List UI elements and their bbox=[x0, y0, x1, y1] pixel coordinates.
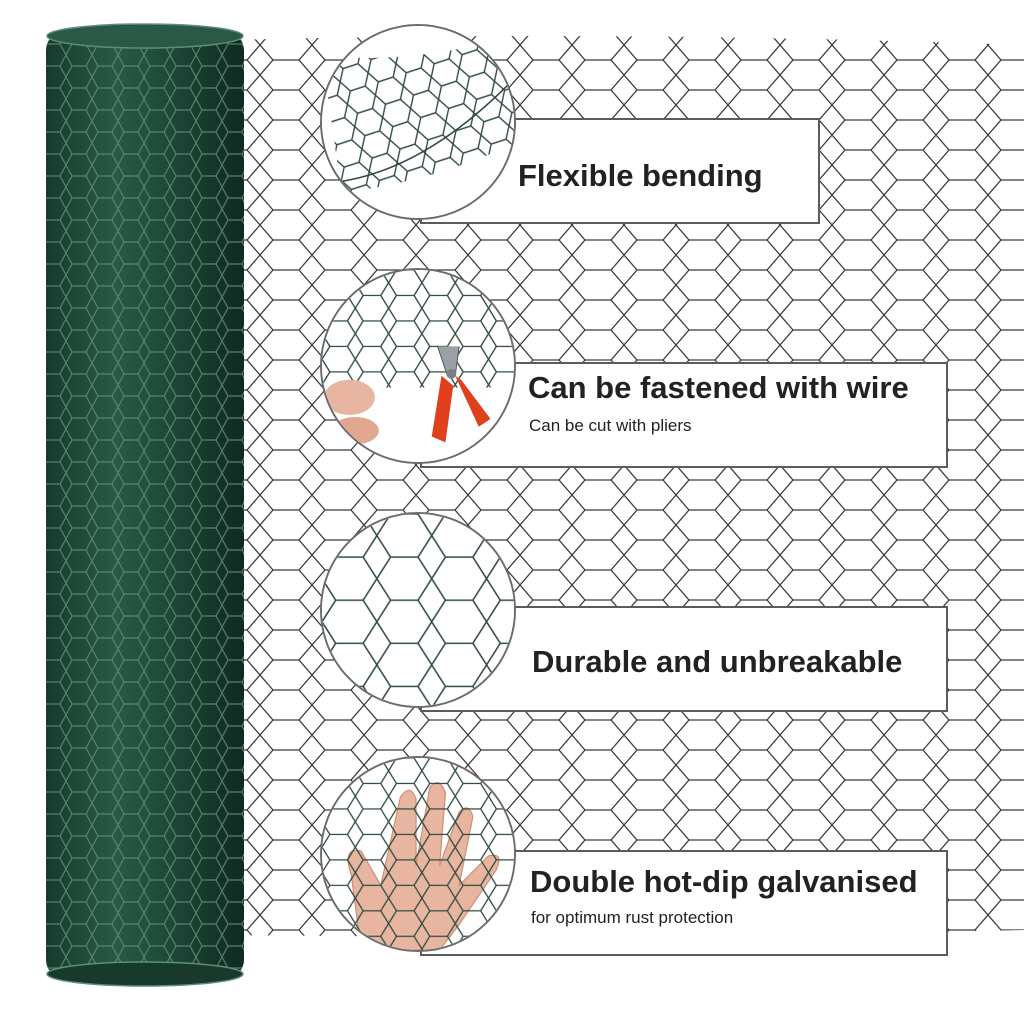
feature-title: Durable and unbreakable bbox=[532, 644, 903, 679]
bent-mesh-closeup-icon bbox=[320, 24, 516, 220]
mesh-closeup-icon bbox=[320, 512, 516, 708]
hand-behind-mesh-icon bbox=[320, 756, 516, 952]
feature-title: Double hot-dip galvanised bbox=[530, 864, 918, 899]
feature-subtitle: Can be cut with pliers bbox=[529, 416, 692, 435]
feature-title: Flexible bending bbox=[518, 158, 763, 193]
pliers-cutting-wire-icon bbox=[320, 268, 516, 464]
feature-title: Can be fastened with wire bbox=[528, 370, 909, 405]
feature-subtitle: for optimum rust protection bbox=[531, 908, 734, 927]
wire-mesh-roll bbox=[46, 23, 244, 987]
